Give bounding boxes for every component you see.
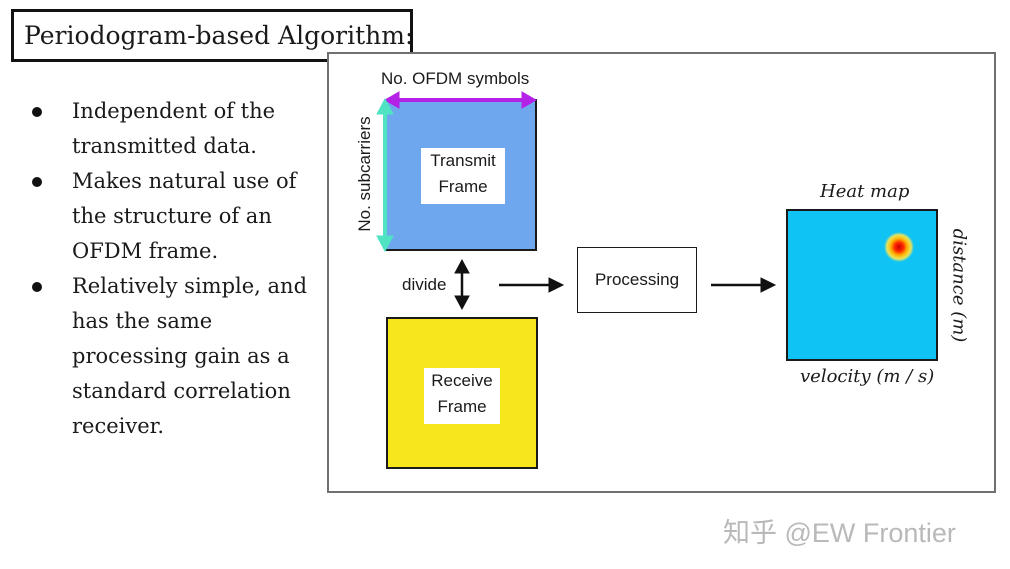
bullet-dot-icon (32, 177, 42, 187)
diagram-panel: No. OFDM symbols No. subcarriers Transmi… (327, 52, 996, 493)
subcarriers-arrow-head-top (376, 97, 394, 115)
transmit-frame-label: Transmit Frame (421, 148, 505, 204)
receive-frame-label: Receive Frame (424, 368, 500, 424)
processing-label: Processing (594, 270, 680, 289)
page-title: Periodogram-based Algorithm: (11, 9, 413, 62)
heatmap-square (786, 209, 938, 361)
arrow-to-heatmap-icon (711, 277, 777, 293)
subcarriers-arrow-head-bottom (376, 235, 394, 253)
receive-frame-line1: Receive (431, 371, 493, 390)
bullet-line: the structure of an (72, 204, 272, 228)
ofdm-symbols-arrow-icon (383, 91, 538, 109)
bullet-line: transmitted data. (72, 134, 257, 158)
receive-frame-line2: Frame (437, 397, 487, 416)
bullet-list: Independent of the transmitted data. Mak… (30, 94, 325, 444)
divide-label: divide (402, 275, 447, 294)
heatmap-hotspot (884, 232, 914, 262)
bullet-line: Independent of the (72, 99, 276, 123)
page-title-text: Periodogram-based Algorithm: (24, 21, 413, 50)
diagram-graphics (376, 91, 914, 311)
heatmap-x-label: velocity (m / s) (800, 366, 935, 387)
bullet-line: Relatively simple, and (72, 274, 308, 298)
ofdm-arrow-head-left (383, 91, 400, 109)
ofdm-arrow-head-right (521, 91, 538, 109)
bullet-dot-icon (32, 107, 42, 117)
bullet-item: Relatively simple, and has the same proc… (30, 269, 325, 444)
transmit-frame-line2: Frame (438, 177, 488, 196)
bullet-line: has the same (72, 309, 213, 333)
bullet-line: standard correlation (72, 379, 291, 403)
heatmap-title: Heat map (820, 181, 910, 202)
processing-box (577, 247, 697, 313)
watermark: 知乎 @EW Frontier (723, 518, 956, 548)
bullet-item: Independent of the transmitted data. (30, 94, 325, 164)
subcarriers-arrow-icon (376, 97, 394, 253)
bullet-line: Makes natural use of (72, 169, 297, 193)
bullet-line: processing gain as a (72, 344, 290, 368)
transmit-frame-line1: Transmit (430, 151, 496, 170)
bullet-line: receiver. (72, 414, 165, 438)
arrow-to-processing-icon (499, 277, 565, 293)
bullet-dot-icon (32, 282, 42, 292)
bullet-line: OFDM frame. (72, 239, 219, 263)
bullet-item: Makes natural use of the structure of an… (30, 164, 325, 269)
divide-arrow-icon (454, 258, 470, 311)
ofdm-symbols-label: No. OFDM symbols (381, 69, 530, 88)
